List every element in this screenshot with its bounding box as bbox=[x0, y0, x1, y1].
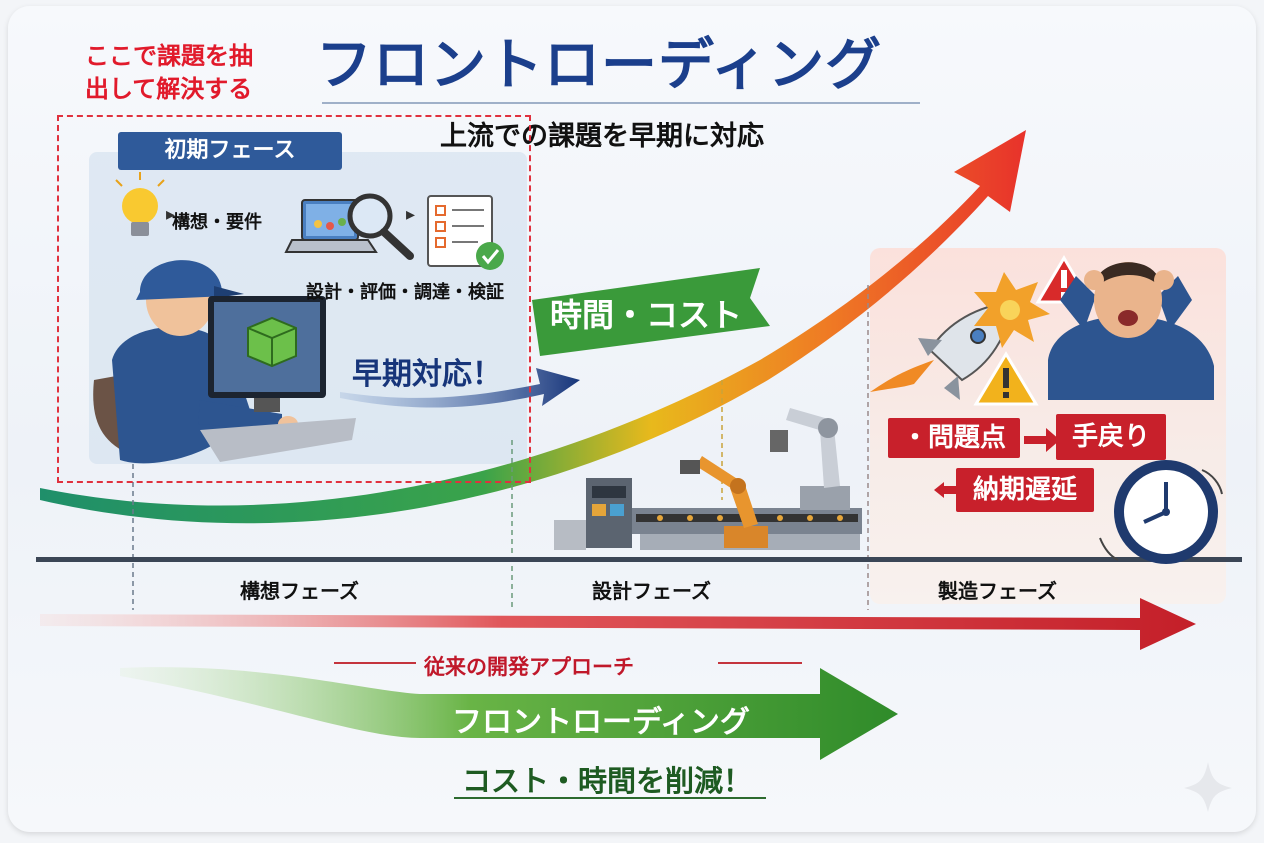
arrow-icon bbox=[934, 482, 962, 498]
sparkle-icon bbox=[1184, 762, 1232, 812]
initial-phase-label: 初期フェース bbox=[118, 132, 342, 170]
cost-curve-arrow bbox=[40, 130, 1026, 524]
cost-reduction-underline bbox=[454, 797, 766, 799]
checklist-icon bbox=[427, 195, 493, 267]
early-action-label: 早期対応！ bbox=[352, 357, 502, 392]
red-dashed-highlight bbox=[57, 115, 531, 483]
phase-design: 設計フェーズ bbox=[592, 579, 711, 603]
desk bbox=[200, 418, 356, 462]
stressed-worker-illustration bbox=[1048, 262, 1214, 400]
problem-tag: ・問題点 bbox=[888, 418, 1020, 458]
svg-text:▸: ▸ bbox=[406, 204, 415, 225]
frontloading-arrow bbox=[120, 667, 898, 760]
monitor-icon bbox=[208, 296, 326, 412]
laptop-icon bbox=[284, 199, 378, 253]
flow-step-concept: 構想・要件 bbox=[172, 212, 262, 233]
explosion-icon bbox=[974, 272, 1050, 348]
title-underline bbox=[322, 102, 920, 104]
engineer-illustration bbox=[93, 260, 298, 464]
legend-line-right bbox=[718, 662, 802, 664]
delay-tag: 納期遅延 bbox=[956, 468, 1094, 512]
early-action-arrow bbox=[340, 368, 580, 408]
phase-manufacturing: 製造フェーズ bbox=[938, 579, 1057, 603]
flow-step-design: 設計・評価・調達・検証 bbox=[306, 282, 504, 303]
time-cost-banner bbox=[532, 268, 770, 356]
traditional-approach-arrow bbox=[40, 598, 1196, 650]
clock-icon bbox=[1099, 460, 1223, 564]
red-annotation-line1: ここで課題を抽 bbox=[85, 42, 253, 70]
page-subtitle: 上流での課題を早期に対応 bbox=[440, 121, 764, 152]
page-title: フロントローディング bbox=[316, 33, 883, 96]
svg-text:▸: ▸ bbox=[166, 204, 175, 225]
time-cost-label: 時間・コスト bbox=[550, 296, 743, 334]
legend-line-left bbox=[334, 662, 416, 664]
legend-traditional: 従来の開発アプローチ bbox=[424, 655, 634, 679]
red-annotation: ここで課題を抽 出して解決する bbox=[85, 40, 253, 106]
magnifier-icon bbox=[347, 193, 414, 260]
checkmark-icon bbox=[476, 242, 504, 270]
cost-reduction-label: コスト・時間を削減！ bbox=[462, 764, 753, 798]
phase-concept: 構想フェーズ bbox=[240, 579, 359, 603]
warning-icon bbox=[973, 351, 1039, 406]
robot-arm-icon bbox=[554, 408, 862, 550]
arrow-icon bbox=[1024, 428, 1060, 452]
rework-tag: 手戻り bbox=[1056, 414, 1166, 460]
red-annotation-line2: 出して解決する bbox=[85, 75, 253, 103]
lightbulb-icon bbox=[115, 172, 165, 236]
legend-frontloading: フロントローディング bbox=[452, 705, 750, 740]
